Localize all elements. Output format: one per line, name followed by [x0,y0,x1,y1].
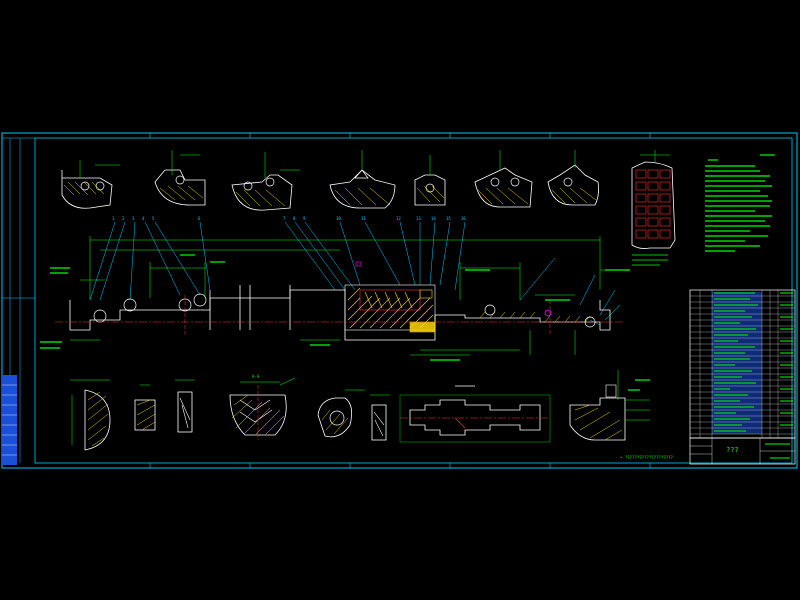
svg-text:14: 14 [431,216,436,221]
section-view-b1 [70,379,111,451]
svg-text:16: 16 [461,216,466,221]
section-view-b2 [134,384,156,431]
detail-view-4 [329,150,396,209]
svg-text:10: 10 [336,216,341,221]
section-view-b5 [317,389,365,438]
zone-marks [149,133,651,468]
drawing-frame [1,132,798,469]
svg-text:15: 15 [446,216,451,221]
bottom-note: • ???????????????????? [620,455,674,460]
svg-text:9: 9 [303,216,306,221]
detail-view-5 [414,155,446,206]
svg-text:7: 7 [283,216,286,221]
section-view-label: A-A [252,374,260,379]
svg-text:2: 2 [122,216,125,221]
detail-view-7 [547,150,599,206]
detail-view-6 [474,150,533,208]
detail-view-3 [231,152,300,211]
svg-text:1: 1 [112,216,115,221]
section-view-b8 [569,370,650,441]
svg-text:8: 8 [293,216,296,221]
parts-list-table [689,289,796,439]
section-view-a-a [229,377,296,440]
spline-section-block [631,150,676,249]
svg-text:4: 4 [142,216,145,221]
section-view-b3 [175,379,195,433]
top-detail-views [61,150,599,211]
title-block [689,437,796,465]
housing-section [344,284,436,333]
bottom-detail-views [70,370,650,451]
detail-view-2 [154,150,206,206]
notes-label-lines [632,254,668,266]
shaft-part-view [399,385,551,443]
svg-text:5: 5 [152,216,155,221]
title-block-main-text: ??? [726,446,739,454]
section-view-b6 [370,394,390,441]
svg-text:6: 6 [198,216,201,221]
svg-text:3: 3 [132,216,135,221]
svg-text:11: 11 [361,216,366,221]
technical-notes [705,154,775,252]
detail-view-1 [61,160,120,209]
svg-text:12: 12 [396,216,401,221]
left-strip-block [2,375,17,465]
svg-text:13: 13 [416,216,421,221]
